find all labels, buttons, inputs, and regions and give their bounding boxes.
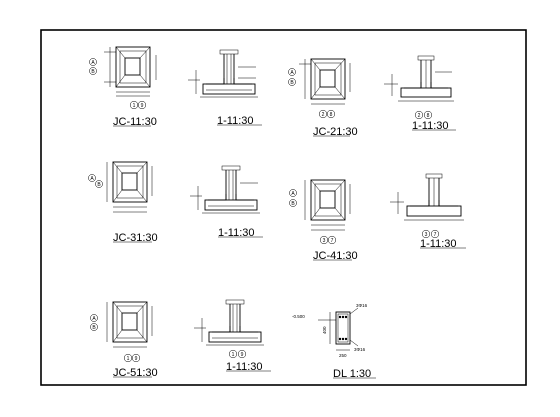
plan-caption: JC-31:30 [113,232,158,244]
axis-marker: 8 [427,113,430,119]
plan-caption: JC-41:30 [313,250,358,262]
axis-marker: 7 [434,232,437,238]
section-caption: 1-11:30 [412,120,449,132]
axis-marker: 8 [330,112,333,118]
plan-view-jc1: A B 1 9 JC-11:30 [89,46,157,128]
axis-marker: B [290,80,294,86]
section-caption: 1-11:30 [218,227,255,239]
axis-marker: 3 [425,232,428,238]
axis-marker: 1 [232,352,235,358]
section-caption: 1-11:30 [420,238,457,250]
depth-dimension: 400 [322,326,327,334]
plan-caption: JC-11:30 [113,116,157,128]
section-view-2: 2 8 1-11:30 [384,55,456,132]
width-dimension: 250 [339,353,347,358]
beam-section-dl: -0.500 400 250 3Φ16 3Φ16 DL 1:30 [292,303,376,380]
axis-marker: A [91,60,95,66]
section-view-1: 1-11:30 [188,49,262,127]
plan-caption: JC-21:30 [313,126,358,138]
section-caption: 1-11:30 [217,115,254,127]
axis-marker: B [92,325,96,331]
axis-marker: B [291,201,295,207]
section-view-4: 3 7 1-11:30 [390,173,466,250]
axis-marker: 3 [323,238,326,244]
bottom-bars-label: 3Φ16 [354,347,366,352]
section-view-5: 1 9 1-11:30 [194,299,271,373]
axis-marker: 7 [331,238,334,244]
axis-marker: A [90,176,94,182]
axis-marker: 1 [127,356,130,362]
axis-marker: 9 [135,356,138,362]
axis-marker: A [290,70,294,76]
top-bars-label: 3Φ16 [356,303,368,308]
axis-marker: B [97,182,101,188]
axis-marker: 2 [418,113,421,119]
section-view-3: 1-11:30 [190,165,263,239]
axis-marker: B [91,69,95,75]
plan-view-jc5: A B 1 9 JC-51:30 [90,301,158,379]
axis-marker: 9 [141,103,144,109]
axis-marker: 2 [322,112,325,118]
axis-marker: A [92,316,96,322]
drawing-border [40,29,527,386]
axis-marker: 1 [133,103,136,109]
section-caption: 1-11:30 [226,361,263,373]
elevation-label: -0.500 [292,314,305,319]
axis-marker: 9 [241,352,244,358]
plan-view-jc3: A B JC-31:30 [88,161,158,244]
plan-view-jc4: A B 3 7 JC-41:30 [289,179,358,262]
beam-caption: DL 1:30 [333,368,371,380]
axis-marker: A [291,191,295,197]
plan-view-jc2: A B 2 8 JC-21:30 [288,58,358,138]
plan-caption: JC-51:30 [113,367,158,379]
